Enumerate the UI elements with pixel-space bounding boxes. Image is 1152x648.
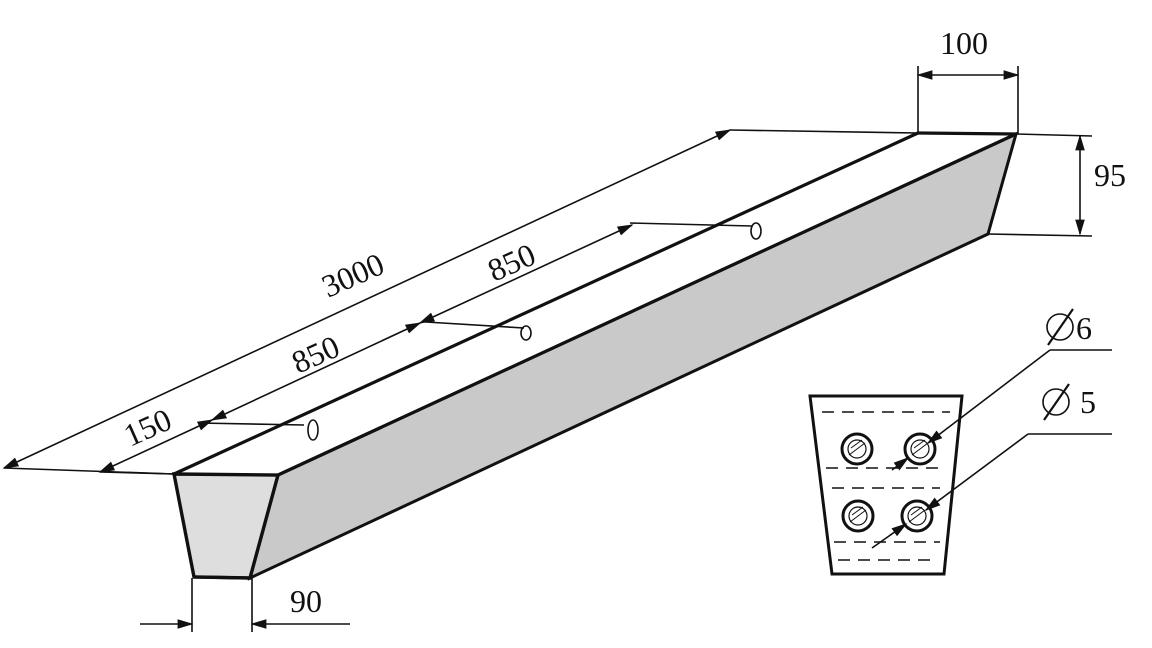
diameter-value-small: 5 (1072, 384, 1096, 420)
beam-top-far-edge (917, 131, 1017, 136)
dimension-lines (2, 66, 1093, 632)
diameter-symbol-icon (1046, 308, 1074, 346)
dim-height: 95 (1094, 157, 1126, 193)
beam-bottom-edge (193, 575, 251, 580)
diameter-label-large: 6 (1046, 308, 1092, 346)
rebar-bottom-right (900, 499, 934, 533)
rebar-top-right (903, 432, 937, 466)
dim-total-length: 3000 (316, 245, 389, 304)
diameter-label-small: 5 (1042, 383, 1096, 421)
dim-width-top: 100 (940, 25, 988, 61)
section-outline (808, 394, 964, 576)
dim-spacing-upper: 850 (482, 236, 540, 288)
lifting-loop-3 (750, 222, 762, 240)
rebar-bottom-left (841, 499, 875, 533)
dim-end-offset: 150 (118, 401, 176, 453)
cross-section (808, 349, 1112, 576)
lifting-loop-1 (307, 419, 319, 441)
lifting-loop-2 (520, 325, 532, 341)
diameter-value-large: 6 (1076, 310, 1092, 346)
dim-spacing-lower: 850 (286, 328, 344, 380)
diameter-symbol-icon (1042, 383, 1070, 421)
dim-width-bottom: 90 (290, 583, 322, 619)
rebar-top-left (840, 432, 874, 466)
